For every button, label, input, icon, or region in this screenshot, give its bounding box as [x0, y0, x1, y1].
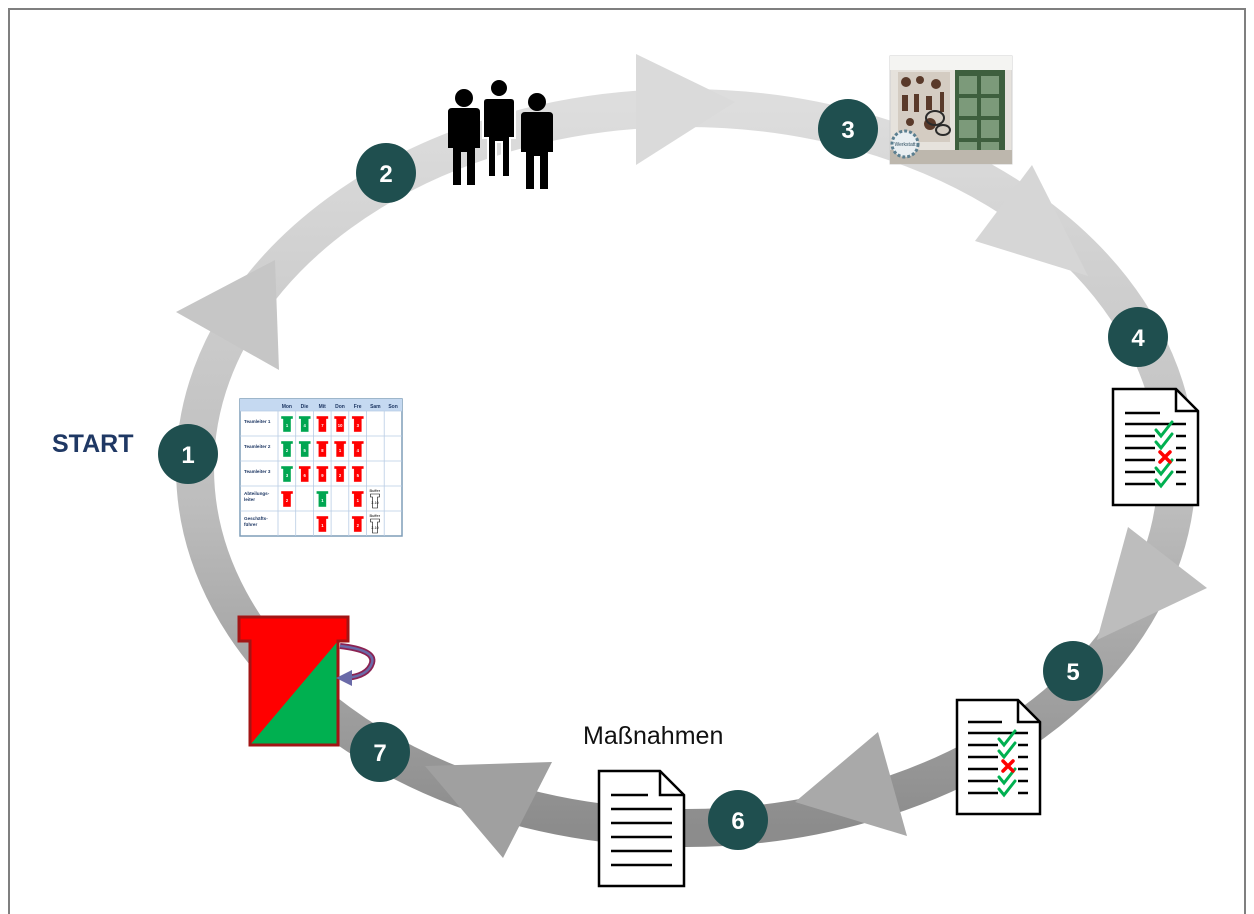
board-row-label: Teamleiter 1 [244, 419, 271, 424]
board-card-number: 8 [321, 448, 324, 453]
board-header [240, 399, 402, 411]
step-badge-3: 3 [818, 99, 878, 159]
step-badge-7: 7 [350, 722, 410, 782]
arrow-left [176, 260, 279, 370]
board-row-label: Abteilungs- [244, 491, 270, 496]
board-card-number: 3 [286, 473, 289, 478]
cycle-arrows [176, 54, 1207, 858]
board-card [351, 465, 364, 483]
board-card [298, 465, 311, 483]
board-card-number: 7 [321, 423, 324, 428]
board-card-number: 1 [339, 448, 342, 453]
board-buffer-card [370, 518, 380, 534]
board-card-number: 9 [321, 473, 324, 478]
board-card [316, 440, 329, 458]
board-card [333, 415, 347, 433]
svg-text:6: 6 [731, 808, 744, 835]
workshop-photo: Werkstatt [889, 55, 1013, 165]
board-card-number: 10 [338, 423, 343, 428]
svg-text:7: 7 [373, 740, 386, 767]
board-card [298, 415, 311, 433]
board-card [280, 440, 294, 458]
board-buffer-card [370, 493, 380, 509]
board-buffer-label: Buffer [370, 513, 381, 518]
svg-text:4: 4 [1131, 325, 1145, 352]
arrow-top [636, 54, 735, 165]
people-icon [448, 78, 553, 189]
board-day-label: Don [335, 404, 345, 410]
board-card-number: 2 [286, 498, 289, 503]
board-card-number: 2 [339, 473, 342, 478]
board-day-label: Die [301, 404, 309, 410]
board-card [316, 415, 329, 433]
board-row-label: Teamleiter 3 [244, 469, 271, 474]
workshop-sign: Werkstatt [894, 142, 916, 148]
board-row-label: leiter [244, 497, 255, 502]
board-card-number: 6 [304, 473, 307, 478]
board-card [280, 465, 294, 483]
board-card [316, 515, 329, 533]
board-card [280, 490, 294, 508]
svg-text:5: 5 [1066, 659, 1079, 686]
svg-text:3: 3 [841, 117, 854, 144]
document-icon [597, 769, 686, 888]
arrow-upper-right [975, 165, 1088, 276]
board-card-number: 3 [357, 423, 360, 428]
board-card-number: 1 [321, 523, 324, 528]
board-day-label: Mon [282, 404, 292, 410]
board-card [316, 465, 329, 483]
board-card-number: 1 [357, 498, 360, 503]
measures-label: Maßnahmen [583, 722, 724, 750]
board-row-label: führer [244, 522, 257, 527]
board-card [298, 440, 311, 458]
board-buffer-label: Buffer [370, 488, 381, 493]
board-day-label: Sam [370, 404, 381, 410]
board-card-number: 1 [321, 498, 324, 503]
board-day-label: Fre [354, 404, 362, 410]
svg-text:1: 1 [181, 442, 194, 469]
start-label: START [52, 430, 134, 458]
board-row-label: Geschäfts- [244, 516, 268, 521]
board-buffer-value: 2-10 [371, 501, 378, 505]
board-card [316, 490, 329, 508]
step-badge-2: 2 [356, 143, 416, 203]
board-card-number: 2 [286, 448, 289, 453]
board-day-label: Mit [319, 404, 327, 410]
board-card [280, 415, 294, 433]
arrow-lower-right [795, 732, 907, 836]
board-card [333, 440, 347, 458]
board-card-number: 1 [286, 423, 289, 428]
board-card-number: 4 [304, 423, 307, 428]
board-card [351, 490, 364, 508]
step-badge-5: 5 [1043, 641, 1103, 701]
board-card-number: 2 [357, 523, 360, 528]
board-card [351, 515, 364, 533]
step-badge-1: 1 [158, 424, 218, 484]
board-row-label: Teamleiter 2 [244, 444, 271, 449]
board-card-number: 5 [304, 448, 307, 453]
board-card [333, 465, 347, 483]
step-badges: 1 2 3 4 5 6 7 [158, 99, 1168, 850]
arrow-bottom-left [425, 762, 552, 858]
board-day-label: Son [388, 404, 397, 410]
board-buffer-value: 2-10 [371, 526, 378, 530]
board-card-number: 5 [357, 473, 360, 478]
flip-card-icon [237, 615, 376, 747]
checklist-icon [1111, 387, 1200, 507]
board-card-number: 4 [357, 448, 360, 453]
arrow-right [1097, 527, 1207, 640]
board-card [351, 440, 364, 458]
step-badge-4: 4 [1108, 307, 1168, 367]
board-card [351, 415, 364, 433]
checklist-icon-small [955, 698, 1042, 816]
step-badge-6: 6 [708, 790, 768, 850]
svg-text:2: 2 [379, 161, 392, 188]
